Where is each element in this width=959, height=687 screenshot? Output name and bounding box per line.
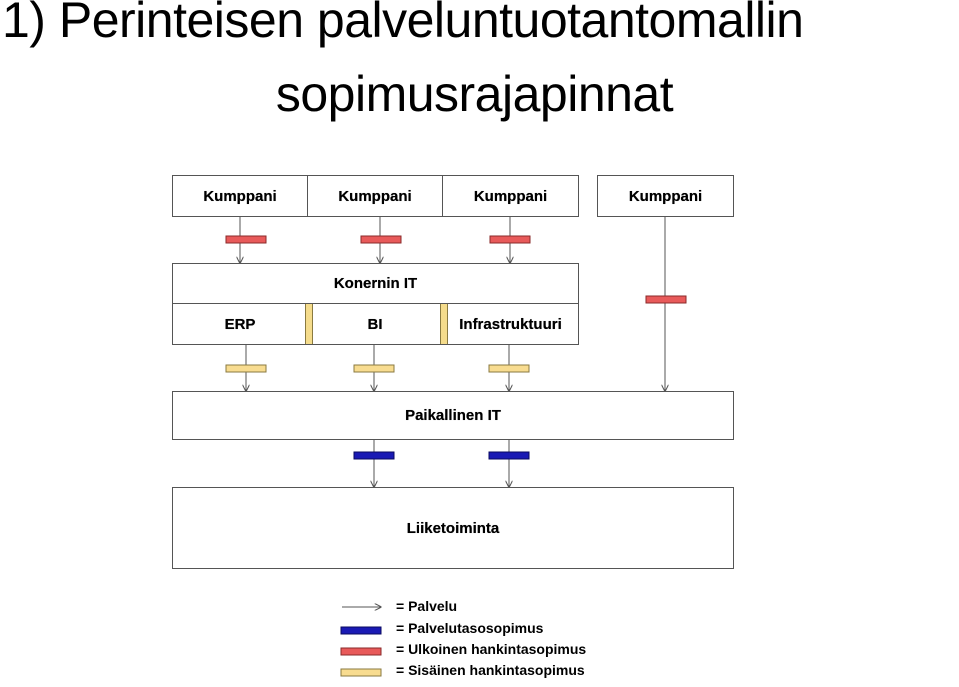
partner-box-3: Kumppani xyxy=(442,175,579,217)
partner-box-4: Kumppani xyxy=(597,175,734,217)
internal-contract-separator xyxy=(440,304,448,344)
local-it-box: Paikallinen IT xyxy=(172,391,734,440)
business-box: Liiketoiminta xyxy=(172,487,734,569)
external-contract-marker xyxy=(645,295,687,304)
sla-marker xyxy=(488,451,530,460)
internal-contract-marker xyxy=(225,364,267,373)
external-contract-marker xyxy=(489,235,531,244)
partner-box-1: Kumppani xyxy=(172,175,308,217)
legend-external-swatch xyxy=(340,647,382,656)
legend-sla-label: = Palvelutasosopimus xyxy=(396,620,544,636)
sla-marker xyxy=(353,451,395,460)
title-line-1: 1) Perinteisen palveluntuotantomallin xyxy=(2,0,804,48)
internal-contract-marker xyxy=(353,364,395,373)
partner-box-2: Kumppani xyxy=(307,175,443,217)
legend-internal-label: = Sisäinen hankintasopimus xyxy=(396,662,585,678)
konserni-it-box: Konernin IT xyxy=(172,263,579,304)
legend-service-label: = Palvelu xyxy=(396,598,458,614)
erp-box: ERP xyxy=(172,303,308,345)
legend-internal-swatch xyxy=(340,668,382,677)
title-line-2: sopimusrajapinnat xyxy=(275,66,674,122)
bi-box: BI xyxy=(307,303,443,345)
infrastructure-box: Infrastruktuuri xyxy=(442,303,579,345)
internal-contract-marker xyxy=(488,364,530,373)
legend-external-label: = Ulkoinen hankintasopimus xyxy=(396,641,587,657)
external-contract-marker xyxy=(360,235,402,244)
legend-sla-swatch xyxy=(340,626,382,635)
external-contract-marker xyxy=(225,235,267,244)
internal-contract-separator xyxy=(305,304,313,344)
